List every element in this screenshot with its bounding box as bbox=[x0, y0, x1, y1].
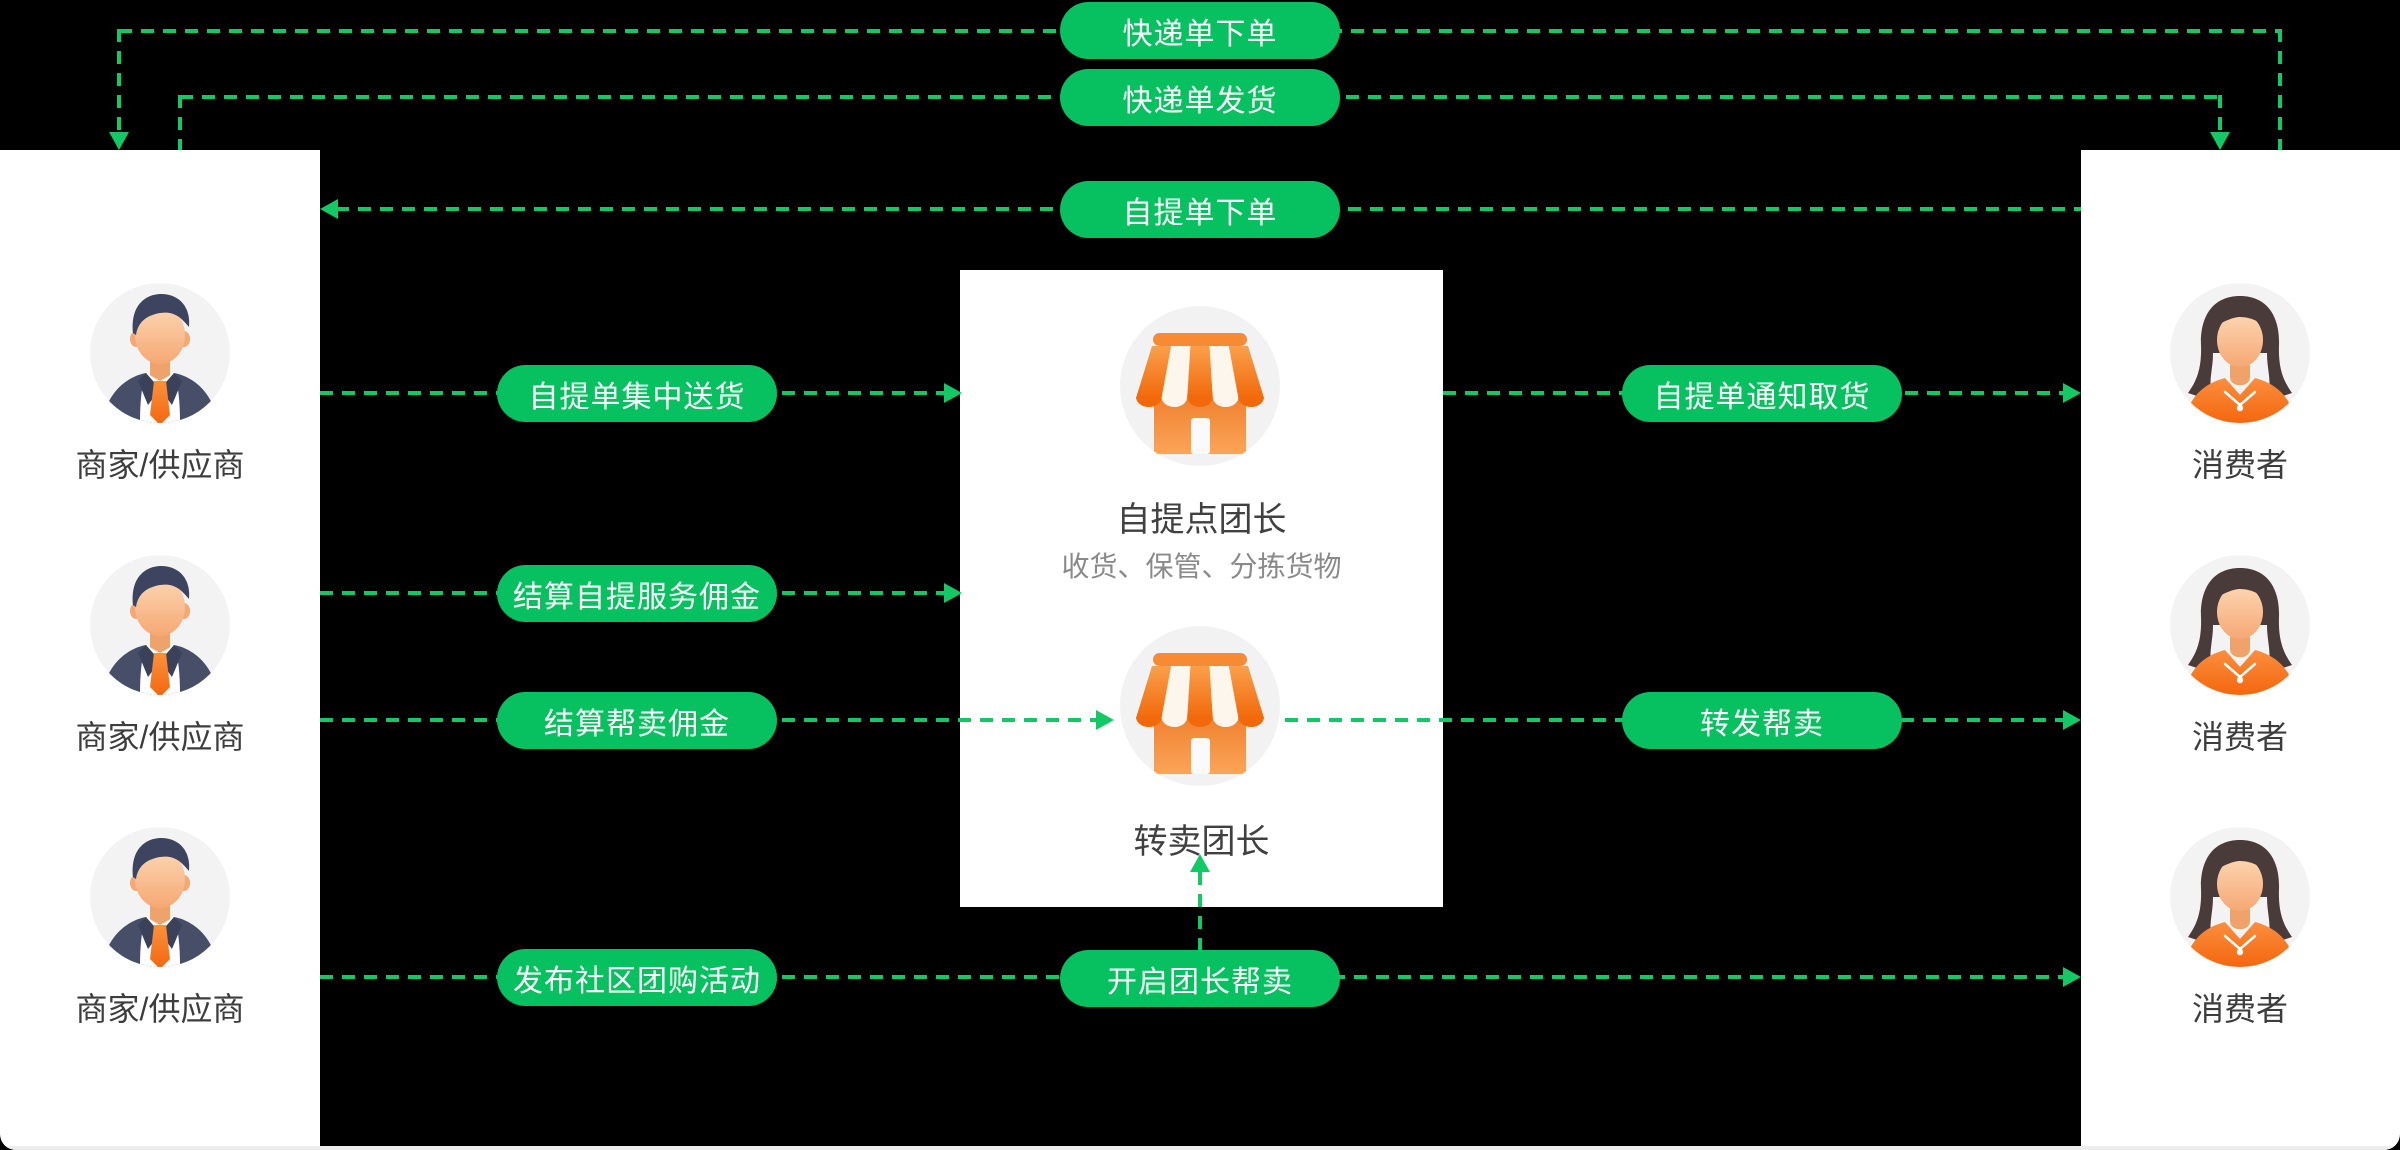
merchant-avatar bbox=[90, 827, 230, 967]
flow-pill-pickup-commission: 结算自提服务佣金 bbox=[497, 565, 777, 622]
flow-pill-forward-resale: 转发帮卖 bbox=[1622, 692, 1902, 749]
flow-pill-express-ship: 快递单发货 bbox=[1060, 69, 1340, 126]
flow-pill-pickup-notify: 自提单通知取货 bbox=[1622, 365, 1902, 422]
merchant-label: 商家/供应商 bbox=[75, 991, 245, 1027]
merchant-label: 商家/供应商 bbox=[75, 719, 245, 755]
arrowhead-right-pickup-commission bbox=[944, 583, 962, 603]
consumer-label: 消费者 bbox=[2191, 719, 2288, 755]
arrowhead-down-express-ship bbox=[2210, 132, 2230, 150]
resale-leader-title: 转卖团长 bbox=[1133, 823, 1270, 861]
flow-pill-pickup-delivery: 自提单集中送货 bbox=[497, 365, 777, 422]
flow-line-enable-resale-branch bbox=[1198, 872, 1202, 950]
flow-pill-enable-resale: 开启团长帮卖 bbox=[1060, 950, 1340, 1007]
arrowhead-left-pickup-order bbox=[320, 199, 338, 219]
store-icon bbox=[1120, 626, 1280, 786]
flow-line-express-order-left-drop bbox=[117, 29, 121, 134]
pickup-leader-title: 自提点团长 bbox=[1116, 501, 1287, 539]
flow-pill-resale-commission: 结算帮卖佣金 bbox=[497, 692, 777, 749]
arrowhead-right-pickup-delivery bbox=[944, 383, 962, 403]
arrowhead-down-express-order bbox=[109, 132, 129, 150]
bottom-edge-line bbox=[0, 1146, 2400, 1150]
consumer-label: 消费者 bbox=[2191, 447, 2288, 483]
arrowhead-right-pickup-notify bbox=[2063, 383, 2081, 403]
flow-line-express-order-right-drop bbox=[2278, 29, 2282, 150]
flow-pill-pickup-order: 自提单下单 bbox=[1060, 181, 1340, 238]
merchant-label: 商家/供应商 bbox=[75, 447, 245, 483]
flow-line-express-ship-right-drop bbox=[2218, 95, 2222, 134]
consumer-avatar bbox=[2170, 827, 2310, 967]
flow-pill-express-order: 快递单下单 bbox=[1060, 2, 1340, 59]
arrowhead-right-publish-activity bbox=[2063, 967, 2081, 987]
consumer-label: 消费者 bbox=[2191, 991, 2288, 1027]
consumer-avatar bbox=[2170, 283, 2310, 423]
arrowhead-up-enable-resale bbox=[1190, 854, 1210, 872]
store-icon bbox=[1120, 306, 1280, 466]
pickup-leader-subtitle: 收货、保管、分拣货物 bbox=[1061, 551, 1342, 582]
arrowhead-right-resale-commission bbox=[1096, 710, 1114, 730]
flow-line-express-ship-left-drop bbox=[178, 95, 182, 150]
arrowhead-right-forward-resale bbox=[2063, 710, 2081, 730]
merchant-avatar bbox=[90, 555, 230, 695]
merchant-avatar bbox=[90, 283, 230, 423]
consumer-avatar bbox=[2170, 555, 2310, 695]
flow-pill-publish-activity: 发布社区团购活动 bbox=[497, 949, 777, 1006]
